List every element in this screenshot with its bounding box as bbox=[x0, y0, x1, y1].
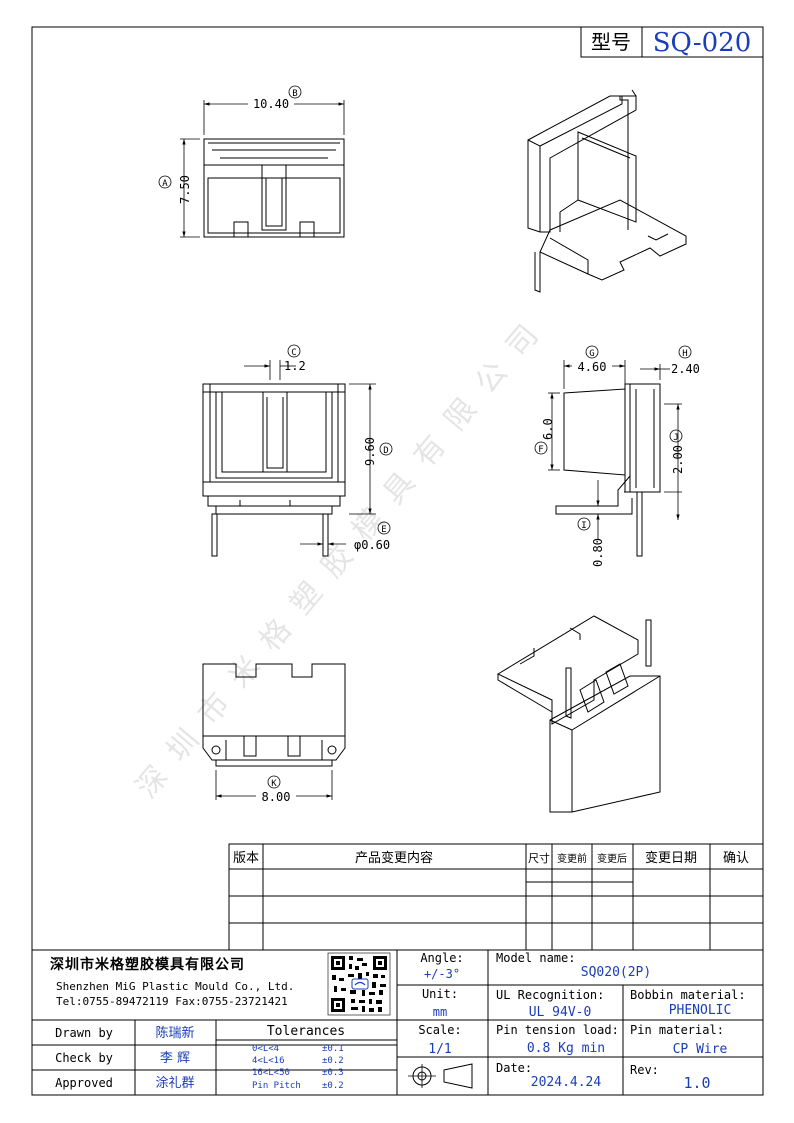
approved-label: Approved bbox=[55, 1076, 113, 1090]
check-by-label: Check by bbox=[55, 1051, 113, 1065]
model-name-label: Model name: bbox=[496, 951, 575, 965]
rev-header-version: 版本 bbox=[233, 851, 259, 866]
sheet-frame bbox=[31, 26, 764, 1096]
rev-header-after: 变更后 bbox=[597, 852, 627, 865]
bobbin-material-label: Bobbin material: bbox=[630, 988, 746, 1002]
dim-side-lower: 2.00 bbox=[671, 445, 685, 474]
tolerance-range: 16<L<50 bbox=[252, 1068, 290, 1078]
iso-view-top bbox=[527, 89, 687, 293]
dim-slot-width: 1.2 bbox=[284, 359, 306, 373]
dim-top-width: 10.40 bbox=[253, 97, 289, 111]
iso-view-bottom bbox=[496, 615, 661, 813]
rev-value: 1.0 bbox=[683, 1074, 710, 1092]
revision-table: 版本 产品变更内容 尺寸 变更前 变更后 变更日期 确认 bbox=[228, 843, 764, 951]
dim-side-width-ref: G bbox=[589, 349, 594, 359]
watermark: 深圳市米格塑胶模具有限公司 bbox=[129, 305, 557, 806]
dim-side-width: 4.60 bbox=[578, 360, 607, 374]
drawn-by-name: 陈瑞新 bbox=[155, 1025, 194, 1041]
date-label: Date: bbox=[496, 1061, 532, 1075]
dim-pin-off-ref: I bbox=[581, 521, 586, 531]
pin-material-label: Pin material: bbox=[630, 1023, 724, 1037]
angle-value: +/-3° bbox=[424, 967, 460, 981]
top-view: 10.40 B 7.50 A bbox=[158, 85, 345, 238]
unit-label: Unit: bbox=[422, 987, 458, 1001]
dim-pin-off: 0.80 bbox=[591, 538, 605, 567]
ul-value: UL 94V-0 bbox=[529, 1005, 592, 1020]
date-value: 2024.4.24 bbox=[531, 1075, 602, 1090]
rev-header-date: 变更日期 bbox=[645, 850, 697, 866]
model-name-value: SQ020(2P) bbox=[581, 965, 651, 980]
dim-top-height: 7.50 bbox=[178, 175, 192, 204]
tolerance-value: ±0.1 bbox=[322, 1044, 344, 1054]
dim-flange: 2.40 bbox=[671, 362, 700, 376]
drawn-by-label: Drawn by bbox=[55, 1026, 113, 1040]
pin-tension-value: 0.8 Kg min bbox=[527, 1041, 605, 1056]
unit-value: mm bbox=[433, 1005, 447, 1019]
bobbin-material-value: PHENOLIC bbox=[669, 1003, 732, 1018]
dim-pin-dia-ref: E bbox=[381, 525, 386, 535]
scale-value: 1/1 bbox=[428, 1042, 451, 1057]
pin-tension-label: Pin tension load: bbox=[496, 1023, 619, 1037]
tolerances-title: Tolerances bbox=[267, 1024, 345, 1039]
tolerance-range: 0<L<4 bbox=[252, 1044, 279, 1054]
front-view: 1.2 C 9.60 D φ0.60 E bbox=[202, 344, 393, 557]
model-box-value: SQ-020 bbox=[653, 28, 752, 58]
side-view: 4.60 G 2.40 H 6.0 F 2.00 J 0.80 I bbox=[534, 345, 700, 567]
dim-top-height-ref: A bbox=[162, 179, 168, 189]
qr-code bbox=[327, 952, 391, 1016]
tolerance-value: ±0.2 bbox=[322, 1081, 344, 1091]
dim-body-height: 9.60 bbox=[363, 437, 377, 466]
dim-side-height-ref: F bbox=[538, 445, 543, 455]
dim-flange-ref: H bbox=[682, 349, 687, 359]
pin-material-value: CP Wire bbox=[673, 1042, 728, 1057]
model-box-label: 型号 bbox=[591, 30, 631, 54]
rev-header-before: 变更前 bbox=[557, 852, 587, 865]
check-by-name: 李 辉 bbox=[160, 1051, 190, 1066]
tolerance-range: 4<L<16 bbox=[252, 1056, 285, 1066]
tolerance-range: Pin Pitch bbox=[252, 1081, 301, 1091]
company-contact: Tel:0755-89472119 Fax:0755-23721421 bbox=[56, 995, 288, 1008]
angle-label: Angle: bbox=[420, 951, 463, 965]
dim-top-width-ref: B bbox=[292, 89, 297, 99]
bottom-view: 8.00 K bbox=[202, 663, 346, 804]
dim-bottom-width: 8.00 bbox=[262, 790, 291, 804]
projection-symbol-icon bbox=[408, 1063, 473, 1089]
dim-pin-dia: φ0.60 bbox=[354, 538, 390, 552]
company-name-cn: 深圳市米格塑胶模具有限公司 bbox=[50, 956, 245, 973]
dim-body-height-ref: D bbox=[383, 446, 388, 456]
company-name-en: Shenzhen MiG Plastic Mould Co., Ltd. bbox=[56, 980, 294, 993]
dim-slot-width-ref: C bbox=[291, 348, 296, 358]
dim-side-height: 6.0 bbox=[541, 418, 555, 440]
tolerance-value: ±0.2 bbox=[322, 1056, 344, 1066]
rev-header-confirm: 确认 bbox=[723, 851, 749, 866]
model-box: 型号 SQ-020 bbox=[580, 26, 764, 58]
rev-header-size: 尺寸 bbox=[528, 851, 550, 865]
rev-header-content: 产品变更内容 bbox=[355, 850, 433, 866]
scale-label: Scale: bbox=[418, 1023, 461, 1037]
tolerance-value: ±0.3 bbox=[322, 1068, 344, 1078]
dim-side-lower-ref: J bbox=[673, 433, 678, 443]
title-block: 深圳市米格塑胶模具有限公司 Shenzhen MiG Plastic Mould… bbox=[32, 949, 763, 1095]
ul-label: UL Recognition: bbox=[496, 988, 604, 1002]
dim-bottom-width-ref: K bbox=[271, 779, 277, 789]
rev-label: Rev: bbox=[630, 1063, 659, 1077]
approved-name: 涂礼群 bbox=[155, 1075, 194, 1091]
